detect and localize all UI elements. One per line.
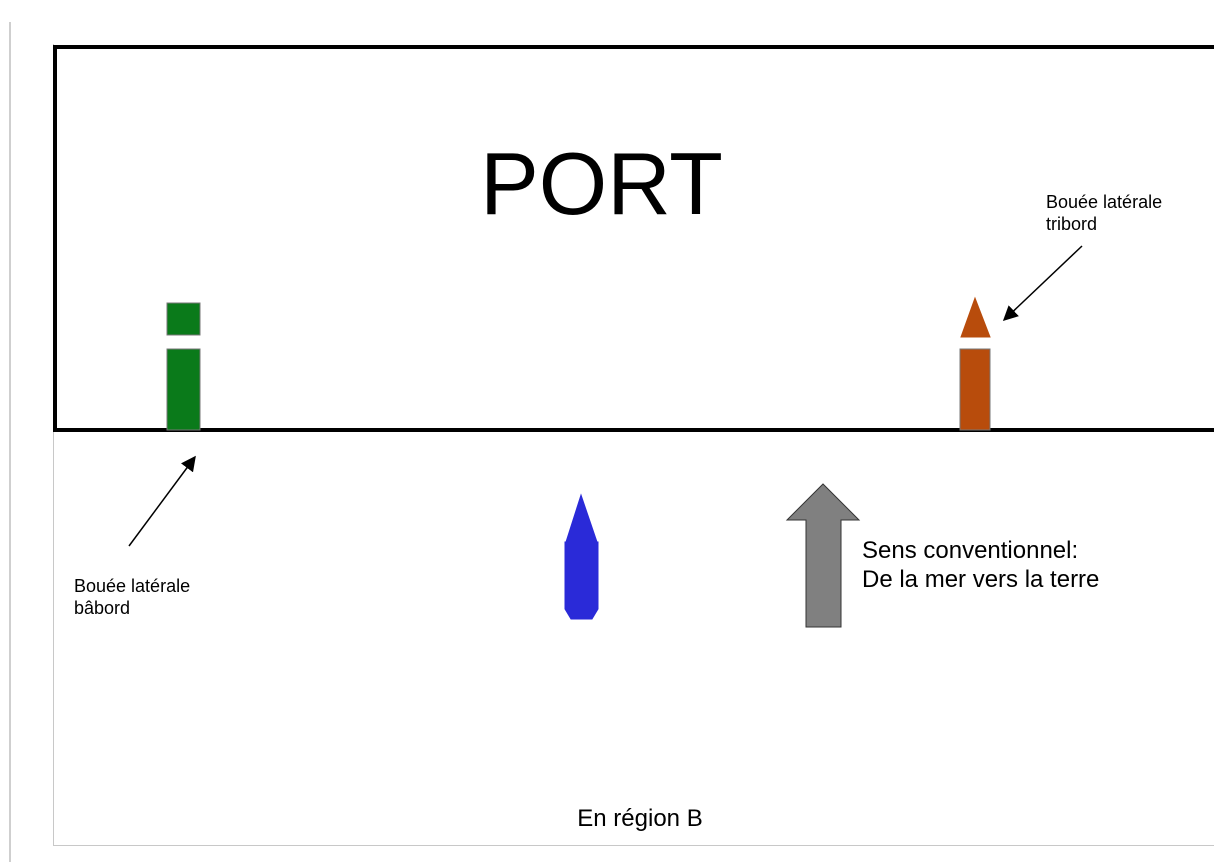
- babord-pointer-arrow: [128, 455, 196, 547]
- starboard-hand-buoy-icon: [959, 296, 991, 431]
- direction-arrow-icon: [785, 483, 861, 628]
- tribord-pointer-arrow: [1002, 245, 1083, 322]
- sens-label-line1: Sens conventionnel:: [862, 537, 1079, 564]
- page-frame: [53, 44, 1214, 846]
- region-label: En région B: [577, 805, 703, 832]
- babord-label-line1: Bouée latérale: [74, 576, 191, 596]
- babord-label-line2: bâbord: [74, 598, 131, 618]
- port-title: PORT: [480, 134, 723, 233]
- sens-label-line2: De la mer vers la terre: [862, 566, 1100, 593]
- port-hand-buoy-icon: [166, 302, 201, 431]
- page-left-rule: [9, 22, 11, 862]
- port-area: [53, 45, 1214, 432]
- tribord-label-line2: tribord: [1046, 214, 1098, 234]
- tribord-label-line1: Bouée latérale: [1046, 192, 1163, 212]
- boat-icon: [564, 493, 599, 620]
